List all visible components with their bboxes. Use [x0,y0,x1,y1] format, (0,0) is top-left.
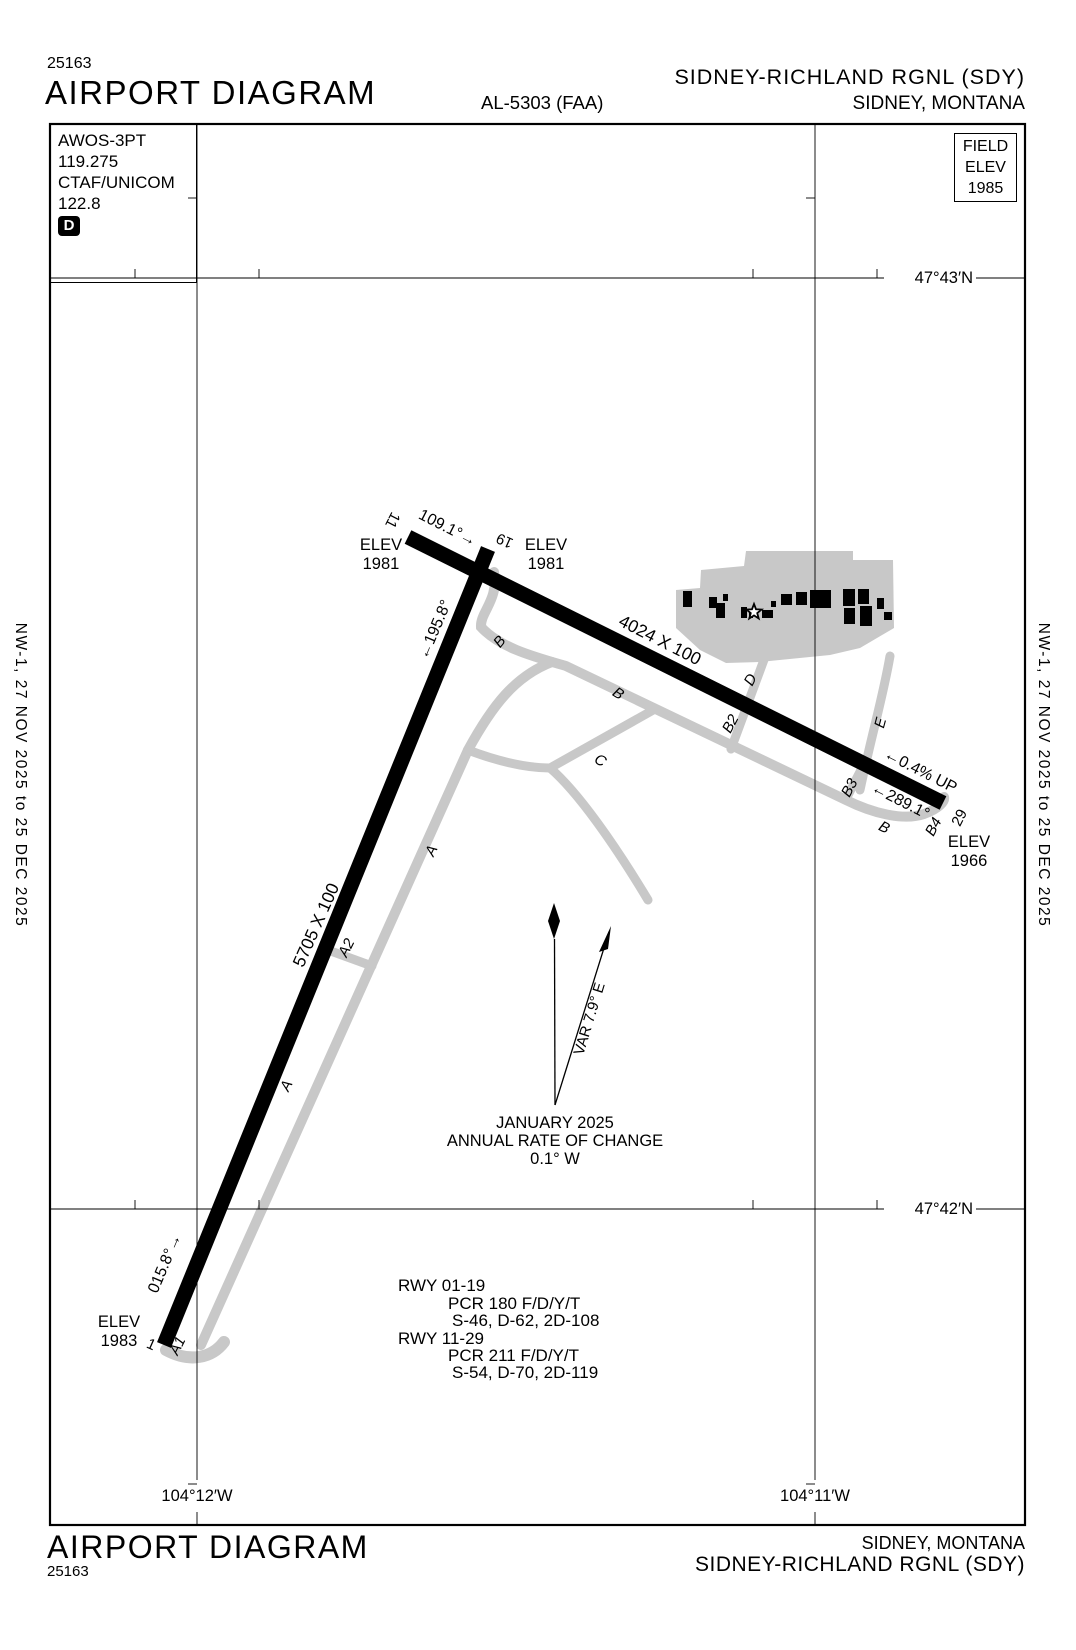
runway-01-elevation: ELEV 1983 [98,1313,140,1351]
datalink-d-icon: D [58,216,80,236]
variation-date: JANUARY 2025 [496,1114,614,1132]
rwy-data-line: S-46, D-62, 2D-108 [452,1311,600,1330]
rwy-data-line: RWY 01-19 [398,1276,486,1295]
footer-page-title: AIRPORT DIAGRAM [47,1529,369,1565]
apron [676,551,894,663]
elev-value: 1981 [362,555,400,573]
runway-01-19 [157,546,495,1348]
buildings [683,589,892,626]
elev-label: ELEV [359,536,403,554]
latitude-label-upper: 47°43′N [914,269,973,287]
runway-19-elevation: ELEV 1981 [525,536,567,574]
comms-box: AWOS-3PT 119.275 CTAF/UNICOM 122.8 D [50,124,197,283]
beacon-star-icon [743,601,765,621]
latitude-label-lower: 47°42′N [914,1200,973,1218]
chart-number: 25163 [47,55,92,72]
awos-frequency: 119.275 [58,152,119,171]
longitude-label-right: 104°11′W [780,1487,850,1505]
north-arrow [548,903,611,1106]
awos-label: AWOS-3PT [58,131,147,150]
ctaf-label: CTAF/UNICOM [58,173,175,192]
taxiway-c-spur [545,763,653,905]
field-elev-value: 1985 [967,180,1004,197]
elev-label: ELEV [947,833,991,851]
elev-value: 1983 [100,1332,138,1350]
annual-rate-label: ANNUAL RATE OF CHANGE [446,1132,664,1150]
field-elev-label1: FIELD [962,138,1009,155]
ctaf-frequency: 122.8 [58,194,101,213]
airport-city: SIDNEY, MONTANA [852,93,1025,114]
rwy-data-line: PCR 211 F/D/Y/T [448,1346,579,1365]
taxiway-a [196,745,473,1350]
page-title: AIRPORT DIAGRAM [45,74,377,111]
footer-chart-number: 25163 [47,1563,89,1580]
runway-11-elevation: ELEV 1981 [360,536,402,574]
graticule-ticks [134,197,878,1485]
procedure-id: AL-5303 (FAA) [481,92,604,113]
chart-border [48,122,1027,1527]
elev-label: ELEV [97,1313,141,1331]
taxiway-c [463,704,660,773]
taxiway-b [476,567,950,822]
magnetic-variation-arrow [554,931,610,1106]
elev-value: 1966 [950,852,988,870]
longitude-label-left: 104°12′W [161,1487,233,1505]
annual-rate-block: JANUARY 2025 ANNUAL RATE OF CHANGE 0.1° … [447,1114,663,1168]
runway-29-elevation: ELEV 1966 [948,833,990,871]
rwy-data-line: S-54, D-70, 2D-119 [452,1363,599,1382]
effective-date-note-left: NW-1, 27 NOV 2025 to 25 DEC 2025 [12,622,29,928]
footer-airport-city: SIDNEY, MONTANA [861,1533,1025,1553]
runway-11-29 [404,530,947,810]
effective-date-note-right: NW-1, 27 NOV 2025 to 25 DEC 2025 [1035,622,1052,928]
elev-value: 1981 [527,555,565,573]
field-elev-label2: ELEV [965,159,1006,176]
annual-rate-value: 0.1° W [530,1150,580,1168]
rwy-data-line: RWY 11-29 [398,1329,484,1348]
airport-name: SIDNEY-RICHLAND RGNL (SDY) [674,65,1025,89]
taxiway-a-north-link [463,657,557,755]
taxiway-a2-connector [323,945,377,971]
elev-label: ELEV [524,536,568,554]
rwy-data-line: PCR 180 F/D/Y/T [448,1294,581,1313]
field-elevation-box: FIELD ELEV 1985 [954,133,1017,202]
footer-airport-name: SIDNEY-RICHLAND RGNL (SDY) [695,1553,1025,1576]
taxiway-a1-turnaround [160,1336,230,1364]
